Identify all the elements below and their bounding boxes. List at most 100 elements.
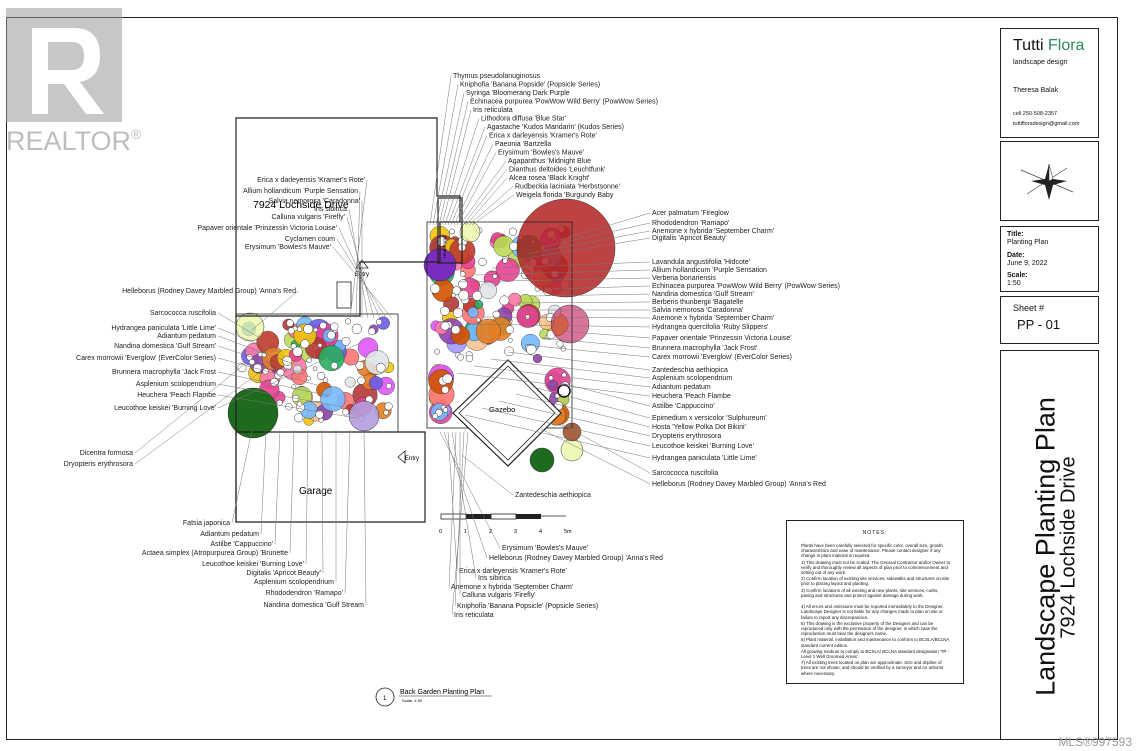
label-leader — [450, 135, 488, 226]
plantings — [227, 198, 616, 473]
notes-paragraph: Plants have been carefully selected for … — [801, 543, 943, 559]
drawing-frame — [6, 17, 1118, 740]
plant-label: Asplenium scolopendrium — [652, 375, 732, 382]
label-leader — [134, 349, 263, 454]
stepping-stone — [287, 327, 295, 335]
label-leader — [468, 186, 514, 226]
label-leader — [490, 358, 651, 379]
label-leader — [447, 126, 486, 226]
plant-label: Agastache 'Kudos Mandarin' (Kudos Series… — [487, 124, 624, 131]
plant-label: Leucothoe keiskei 'Burning Love' — [114, 405, 216, 412]
title-key: Title: — [1007, 231, 1024, 238]
label-leader — [525, 230, 651, 255]
plant-label: Helleborus (Rodney Davey Marbled Group) … — [652, 481, 826, 488]
vertical-address: 7924 Lochside Drive — [1057, 456, 1080, 639]
plant-label: Kniphofia 'Banana Popsicle' (Popsicle Se… — [457, 603, 598, 610]
label-leader — [346, 216, 375, 319]
plant-label: Berberis thunbergii 'Bagatelle — [652, 299, 743, 306]
label-leader — [349, 179, 368, 319]
plant-label: Echinacea purpurea 'PowWow Wild Berry' (… — [652, 283, 840, 290]
label-leader — [305, 429, 309, 565]
label-leader — [453, 143, 494, 226]
label-leader — [336, 238, 387, 319]
plant-label: Hydrangea quercifolia 'Ruby Slippers' — [652, 324, 768, 331]
plant-symbol — [516, 198, 616, 298]
label-leader — [524, 344, 651, 358]
label-leader — [432, 84, 459, 226]
stepping-stone — [312, 366, 318, 371]
plant-symbol — [227, 387, 279, 439]
plant-label: Iris reticulata — [473, 107, 513, 114]
plant-symbol — [529, 447, 555, 473]
plant-label: Asplenium scolopendrium — [136, 381, 216, 388]
label-leader — [474, 269, 651, 276]
stepping-stone — [330, 362, 338, 370]
company-logo: Tutti Flora — [1013, 37, 1085, 54]
label-leader — [454, 431, 465, 607]
label-leader — [447, 431, 458, 572]
stepping-stone — [252, 363, 263, 373]
label-leader — [507, 351, 651, 371]
notes-paragraph: All growing medium to comply to BCSLA/ B… — [801, 648, 949, 659]
stepping-stone — [441, 385, 450, 394]
stepping-stone — [300, 339, 310, 349]
stepping-stone — [375, 362, 386, 373]
plant-symbol — [467, 306, 479, 318]
label-leader — [217, 394, 357, 419]
stairs-box — [336, 281, 352, 309]
plant-label: Dryopteris erythrosora — [64, 461, 133, 468]
plant-symbol — [550, 304, 590, 344]
plant-label: Astilbe 'Cappuccino' — [652, 403, 715, 410]
stepping-stone — [296, 326, 303, 332]
label-leader — [363, 429, 367, 606]
garage-outline — [235, 431, 426, 523]
plant-symbol — [318, 345, 345, 372]
stepping-stone — [276, 399, 283, 406]
notes-paragraph: 4) All errors and omissions must be repo… — [801, 604, 944, 620]
stepping-stone — [327, 330, 336, 340]
notes-paragraph: 7) All existing trees located on plan ar… — [801, 660, 944, 676]
stepping-stone — [465, 354, 474, 363]
stepping-stone — [492, 273, 498, 279]
entry-label-side: Entry — [405, 456, 419, 462]
label-leader — [274, 429, 281, 545]
date-value: June 9, 2022 — [1007, 260, 1048, 267]
scale-key: Scale: — [1007, 272, 1028, 279]
plant-label: Fatsia japonica — [183, 520, 230, 527]
stepping-stone — [375, 318, 383, 326]
garage-label: Garage — [299, 486, 333, 497]
stepping-stone — [449, 228, 455, 235]
realtor-watermark: REALTOR® — [2, 6, 141, 156]
plant-symbol — [560, 438, 584, 462]
stepping-stone — [286, 319, 294, 327]
label-leader — [217, 345, 305, 375]
label-leader — [516, 301, 651, 304]
label-leader — [559, 212, 651, 241]
plant-label: Iris reticulata — [454, 612, 494, 619]
label-leader — [542, 222, 651, 248]
plant-label: Helleborus (Rodney Davey Marbled Group) … — [489, 555, 663, 562]
company-tagline: landscape design — [1013, 59, 1068, 66]
plant-symbol — [507, 292, 522, 307]
sheet-value: PP - 01 — [1017, 317, 1061, 332]
notes-paragraph: 5) This drawing is the exclusive propert… — [801, 620, 938, 637]
label-leader — [448, 431, 457, 588]
label-leader — [444, 118, 480, 226]
date-key: Date: — [1007, 252, 1025, 259]
plant-symbol — [344, 376, 356, 388]
label-leader — [456, 372, 651, 397]
plant-symbol — [368, 376, 383, 390]
plant-label: Lavandula angustifolia 'Hidcote' — [652, 259, 750, 266]
scale-value: 1:50 — [1007, 280, 1021, 287]
label-leader — [217, 338, 370, 409]
plant-label: Adiantum pedatum — [157, 333, 216, 340]
plant-symbol — [348, 400, 380, 432]
plant-label: Nandina domestica 'Gulf Stream' — [114, 343, 216, 350]
stepping-stone — [504, 346, 514, 357]
label-leader — [435, 92, 465, 226]
label-leader — [217, 335, 292, 364]
stepping-stone — [475, 317, 481, 323]
plant-label: Leucothoe keiskei 'Burning Love' — [652, 443, 754, 450]
plant-label: Kniphofia 'Banana Popside' (Popsicle Ser… — [460, 82, 600, 89]
title-block-company: Tutti Flora landscape design Theresa Bal… — [1000, 28, 1099, 138]
